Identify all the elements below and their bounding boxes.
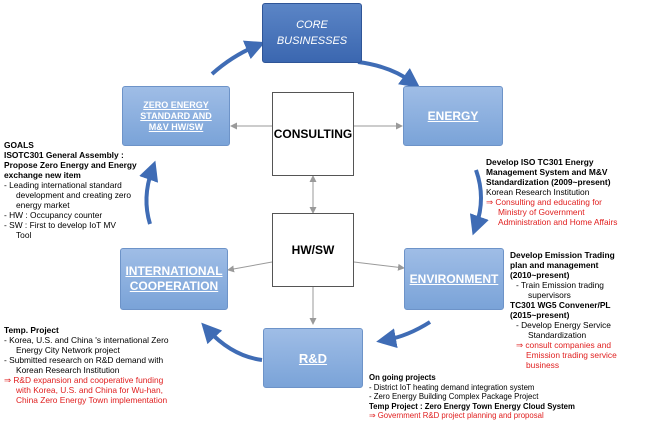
temp-item-2a: - Submitted research on R&D demand with [4, 355, 164, 365]
env-title-2: plan and management [510, 260, 599, 270]
temp-title: Temp. Project [4, 325, 59, 335]
node-hwsw-label: HW/SW [291, 243, 335, 257]
energy-org: Korean Research Institution [486, 187, 590, 197]
connector-hwsw-international [227, 261, 273, 273]
node-environment-label: ENVIRONMENT [409, 272, 499, 286]
node-rnd-label: R&D [298, 350, 328, 366]
energy-red-1: ⇒ Consulting and educating for [486, 197, 602, 207]
node-core-line1: CORE [296, 19, 328, 31]
node-international-line1: INTERNATIONAL [125, 264, 223, 278]
ongoing-projects-text: On going projects - District IoT heating… [369, 373, 647, 421]
env-item-1b: supervisors [528, 290, 571, 300]
goals-item-1c: energy market [16, 200, 70, 210]
arrow-international-to-zero [139, 160, 159, 225]
env-red-1: ⇒ consult companies and [516, 340, 612, 350]
goals-headline-1: ISOTC301 General Assembly : [4, 150, 124, 160]
node-environment: ENVIRONMENT [404, 248, 504, 310]
goals-item-2: - HW : Occupancy counter [4, 210, 103, 220]
node-energy: ENERGY [403, 86, 503, 146]
ongoing-item-1: - District IoT heating demand integratio… [369, 382, 535, 392]
goals-title: GOALS [4, 140, 34, 150]
env-title-3: (2010~present) [510, 270, 570, 280]
goals-text: GOALS ISOTC301 General Assembly : Propos… [4, 140, 154, 240]
temp-red-2: with Korea, U.S. and China for Wu-han, [16, 385, 163, 395]
node-international-cooperation: INTERNATIONAL COOPERATION [120, 248, 228, 310]
environment-text: Develop Emission Trading plan and manage… [510, 250, 648, 370]
node-zero-energy-standard: ZERO ENERGY STANDARD AND M&V HW/SW [122, 86, 230, 146]
env-title-1: Develop Emission Trading [510, 250, 615, 260]
temp-item-1a: - Korea, U.S. and China 's international… [4, 335, 169, 345]
node-hwsw: HW/SW [272, 213, 354, 287]
env-item-1a: - Train Emission trading [516, 280, 604, 290]
arrow-rnd-to-international [201, 322, 263, 362]
node-energy-label: ENERGY [427, 109, 479, 123]
goals-item-3b: Tool [16, 230, 32, 240]
temp-red-1: ⇒ R&D expansion and cooperative funding [4, 375, 164, 385]
temp-red-3: China Zero Energy Town implementation [16, 395, 168, 405]
node-core-line2: BUSINESSES [276, 35, 348, 47]
energy-text: Develop ISO TC301 Energy Management Syst… [486, 157, 648, 227]
goals-headline-2: Propose Zero Energy and Energy [4, 160, 137, 170]
node-international-line2: COOPERATION [129, 279, 219, 293]
energy-red-3: Administration and Home Affairs [498, 217, 618, 227]
goals-item-1b: development and creating zero [16, 190, 131, 200]
energy-title-2: Management System and M&V [486, 167, 608, 177]
arrow-energy-to-environment [469, 169, 489, 236]
node-zero-line2: STANDARD AND [140, 110, 212, 121]
node-consulting: CONSULTING [272, 92, 354, 176]
ongoing-title: On going projects [369, 373, 436, 382]
energy-title-1: Develop ISO TC301 Energy [486, 157, 594, 167]
ongoing-red: ⇒ Government R&D project planning and pr… [369, 411, 544, 421]
node-zero-line3: M&V HW/SW [148, 121, 204, 132]
arrow-core-to-energy [357, 60, 421, 88]
goals-item-1a: - Leading international standard [4, 180, 122, 190]
arrow-zero-to-core [210, 40, 266, 76]
energy-red-2: Ministry of Government [498, 207, 585, 217]
env-item-2a: - Develop Energy Service [516, 320, 611, 330]
temp-item-2b: Korean Research Institution [16, 365, 120, 375]
env-title-5: (2015~present) [510, 310, 570, 320]
energy-title-3: Standardization (2009~present) [486, 177, 611, 187]
goals-headline-3: exchange new item [4, 170, 81, 180]
node-zero-line1: ZERO ENERGY [143, 99, 209, 110]
connector-hwsw-environment [353, 261, 405, 271]
goals-item-3a: - SW : First to develop IoT MV [4, 220, 117, 230]
env-red-2: Emission trading service [526, 350, 617, 360]
env-title-4: TC301 WG5 Convener/PL [510, 300, 611, 310]
ongoing-temp: Temp Project : Zero Energy Town Energy C… [369, 401, 575, 411]
temp-project-text: Temp. Project - Korea, U.S. and China 's… [4, 325, 259, 405]
temp-item-1b: Energy City Network project [16, 345, 120, 355]
env-red-3: business [526, 360, 560, 370]
ongoing-item-2: - Zero Energy Building Complex Package P… [369, 392, 539, 402]
node-consulting-label: CONSULTING [273, 127, 353, 141]
arrow-environment-to-rnd [376, 320, 432, 349]
node-rnd: R&D [263, 328, 363, 388]
env-item-2b: Standardization [528, 330, 587, 340]
node-core-businesses: CORE BUSINESSES [262, 3, 362, 63]
